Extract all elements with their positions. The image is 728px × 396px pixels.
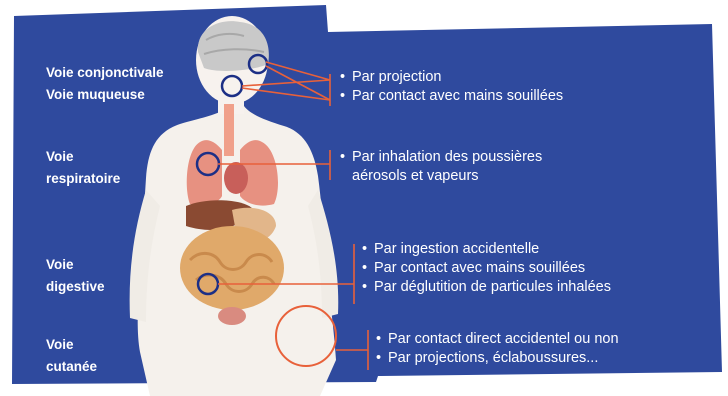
route-label-digestive: Voie digestive (46, 254, 105, 298)
bullet-text: Par ingestion accidentelle (374, 241, 539, 257)
bullets-digestive: •Par ingestion accidentelle •Par contact… (362, 240, 611, 297)
bullet-text: Par projection (352, 69, 441, 85)
list-item: •Par contact direct accidentel ou non (376, 330, 619, 349)
bullets-conjunctival: •Par projection •Par contact avec mains … (340, 68, 563, 106)
route-label-line: Voie (46, 334, 97, 356)
bullet-text: Par contact avec mains souillées (352, 88, 563, 104)
route-label-cutaneous: Voie cutanée (46, 334, 97, 378)
bullet-text: Par projections, éclaboussures... (388, 350, 598, 366)
route-label-line: Voie conjonctivale (46, 62, 164, 84)
bullet-glyph: • (376, 349, 388, 368)
bullet-glyph: • (340, 68, 352, 87)
list-item: •Par contact avec mains souillées (340, 87, 563, 106)
bullet-glyph: • (362, 259, 374, 278)
bullet-text: Par déglutition de particules inhalées (374, 279, 611, 295)
list-item: •Par projection (340, 68, 563, 87)
route-label-line: Voie (46, 254, 105, 276)
list-item: •Par ingestion accidentelle (362, 240, 611, 259)
bullet-glyph: • (340, 148, 352, 167)
bullet-glyph: • (376, 330, 388, 349)
route-label-line: digestive (46, 276, 105, 298)
route-label-line: cutanée (46, 356, 97, 378)
bullet-glyph: • (362, 240, 374, 259)
bullets-cutaneous: •Par contact direct accidentel ou non •P… (376, 330, 619, 368)
list-item: •Par inhalation des poussières (340, 148, 542, 167)
route-label-line: respiratoire (46, 168, 120, 190)
bullets-respiratory: •Par inhalation des poussières aérosols … (340, 148, 542, 186)
route-label-respiratory: Voie respiratoire (46, 146, 120, 190)
list-item: •Par projections, éclaboussures... (376, 349, 619, 368)
bullet-text: aérosols et vapeurs (352, 168, 479, 184)
list-item: •Par contact avec mains souillées (362, 259, 611, 278)
bullet-text: Par inhalation des poussières (352, 149, 542, 165)
bullet-text: Par contact avec mains souillées (374, 260, 585, 276)
route-label-line: Voie (46, 146, 120, 168)
bullet-glyph: • (340, 87, 352, 106)
route-label-conjunctival: Voie conjonctivale Voie muqueuse (46, 62, 164, 106)
route-label-line: Voie muqueuse (46, 84, 164, 106)
bullet-glyph: • (362, 278, 374, 297)
bullet-text: Par contact direct accidentel ou non (388, 331, 619, 347)
list-item: •Par déglutition de particules inhalées (362, 278, 611, 297)
list-item-continuation: aérosols et vapeurs (340, 167, 542, 186)
